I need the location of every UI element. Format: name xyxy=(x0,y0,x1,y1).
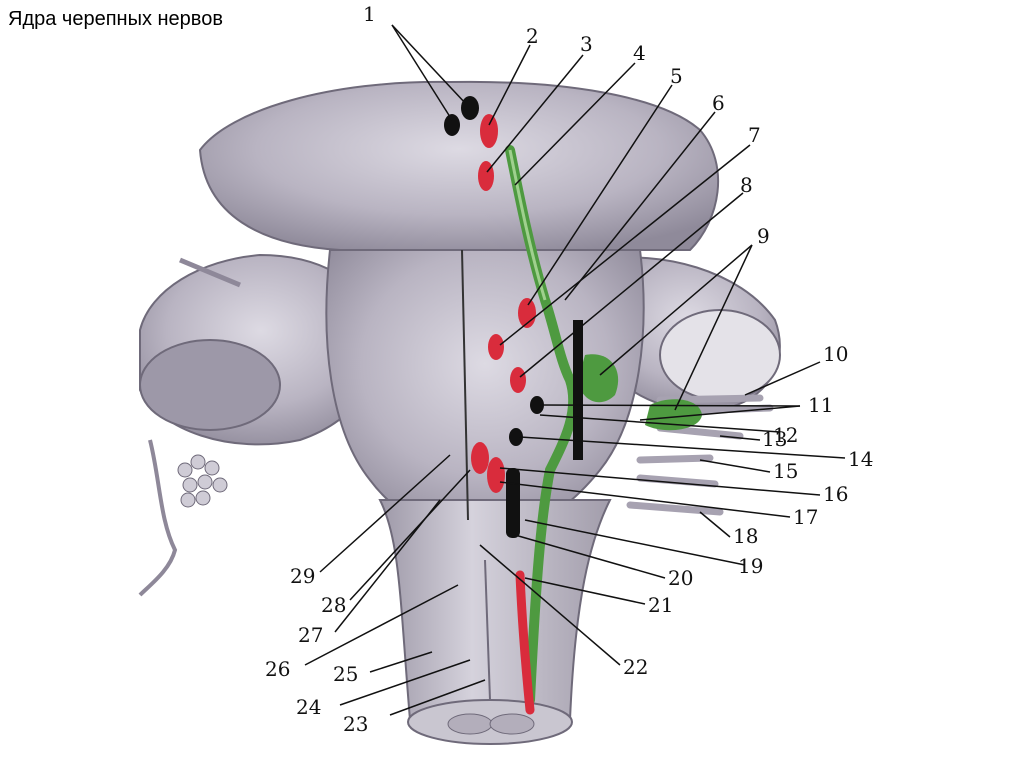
label-8: 8 xyxy=(740,173,753,197)
label-29: 29 xyxy=(290,564,315,588)
number-labels: 1 2 3 4 5 6 7 8 9 10 11 12 13 14 15 16 1… xyxy=(265,2,873,736)
label-5: 5 xyxy=(670,64,683,88)
nucleus-red-2 xyxy=(480,114,498,148)
label-2: 2 xyxy=(526,24,539,48)
upper-left-nerve xyxy=(179,257,241,288)
label-6: 6 xyxy=(712,91,725,115)
nucleus-red-8 xyxy=(510,367,526,393)
label-12: 12 xyxy=(773,423,798,447)
left-nerve-stump xyxy=(138,439,178,597)
label-23: 23 xyxy=(343,712,368,736)
nucleus-black-14 xyxy=(509,428,523,446)
nucleus-green-7 xyxy=(578,354,619,403)
leader-lines xyxy=(304,24,846,716)
nucleus-black-1b xyxy=(444,114,460,136)
right-peduncle-cut xyxy=(659,309,781,401)
median-sulcus xyxy=(461,249,469,521)
midbrain xyxy=(198,80,720,251)
label-10: 10 xyxy=(823,342,848,366)
nucleus-black-column xyxy=(573,320,583,460)
label-20: 20 xyxy=(668,566,693,590)
label-24: 24 xyxy=(296,695,321,719)
nucleus-red-16 xyxy=(487,457,505,493)
label-22: 22 xyxy=(623,655,648,679)
label-19: 19 xyxy=(738,554,763,578)
label-16: 16 xyxy=(823,482,848,506)
nucleus-red-29 xyxy=(471,442,489,474)
label-13: 13 xyxy=(762,427,787,451)
nucleus-green-9 xyxy=(645,399,702,431)
left-peduncle-cut xyxy=(139,339,281,431)
label-3: 3 xyxy=(580,32,593,56)
label-4: 4 xyxy=(633,41,646,65)
label-18: 18 xyxy=(733,524,758,548)
label-28: 28 xyxy=(321,593,346,617)
nucleus-black-11 xyxy=(530,396,544,414)
page-title: Ядра черепных нервов xyxy=(8,8,223,30)
label-1: 1 xyxy=(363,2,376,26)
label-9: 9 xyxy=(757,224,770,248)
nucleus-black-1a xyxy=(461,96,479,120)
nuclei xyxy=(444,96,702,715)
label-7: 7 xyxy=(748,123,761,147)
label-25: 25 xyxy=(333,662,358,686)
label-27: 27 xyxy=(298,623,323,647)
choroid-plexus xyxy=(177,454,228,508)
label-21: 21 xyxy=(648,593,673,617)
label-15: 15 xyxy=(773,459,798,483)
nucleus-black-20 xyxy=(506,468,520,538)
label-14: 14 xyxy=(848,447,873,471)
label-17: 17 xyxy=(793,505,818,529)
label-26: 26 xyxy=(265,657,290,681)
label-11: 11 xyxy=(808,393,833,417)
nucleus-red-21 xyxy=(515,570,535,715)
nucleus-red-6 xyxy=(488,334,504,360)
